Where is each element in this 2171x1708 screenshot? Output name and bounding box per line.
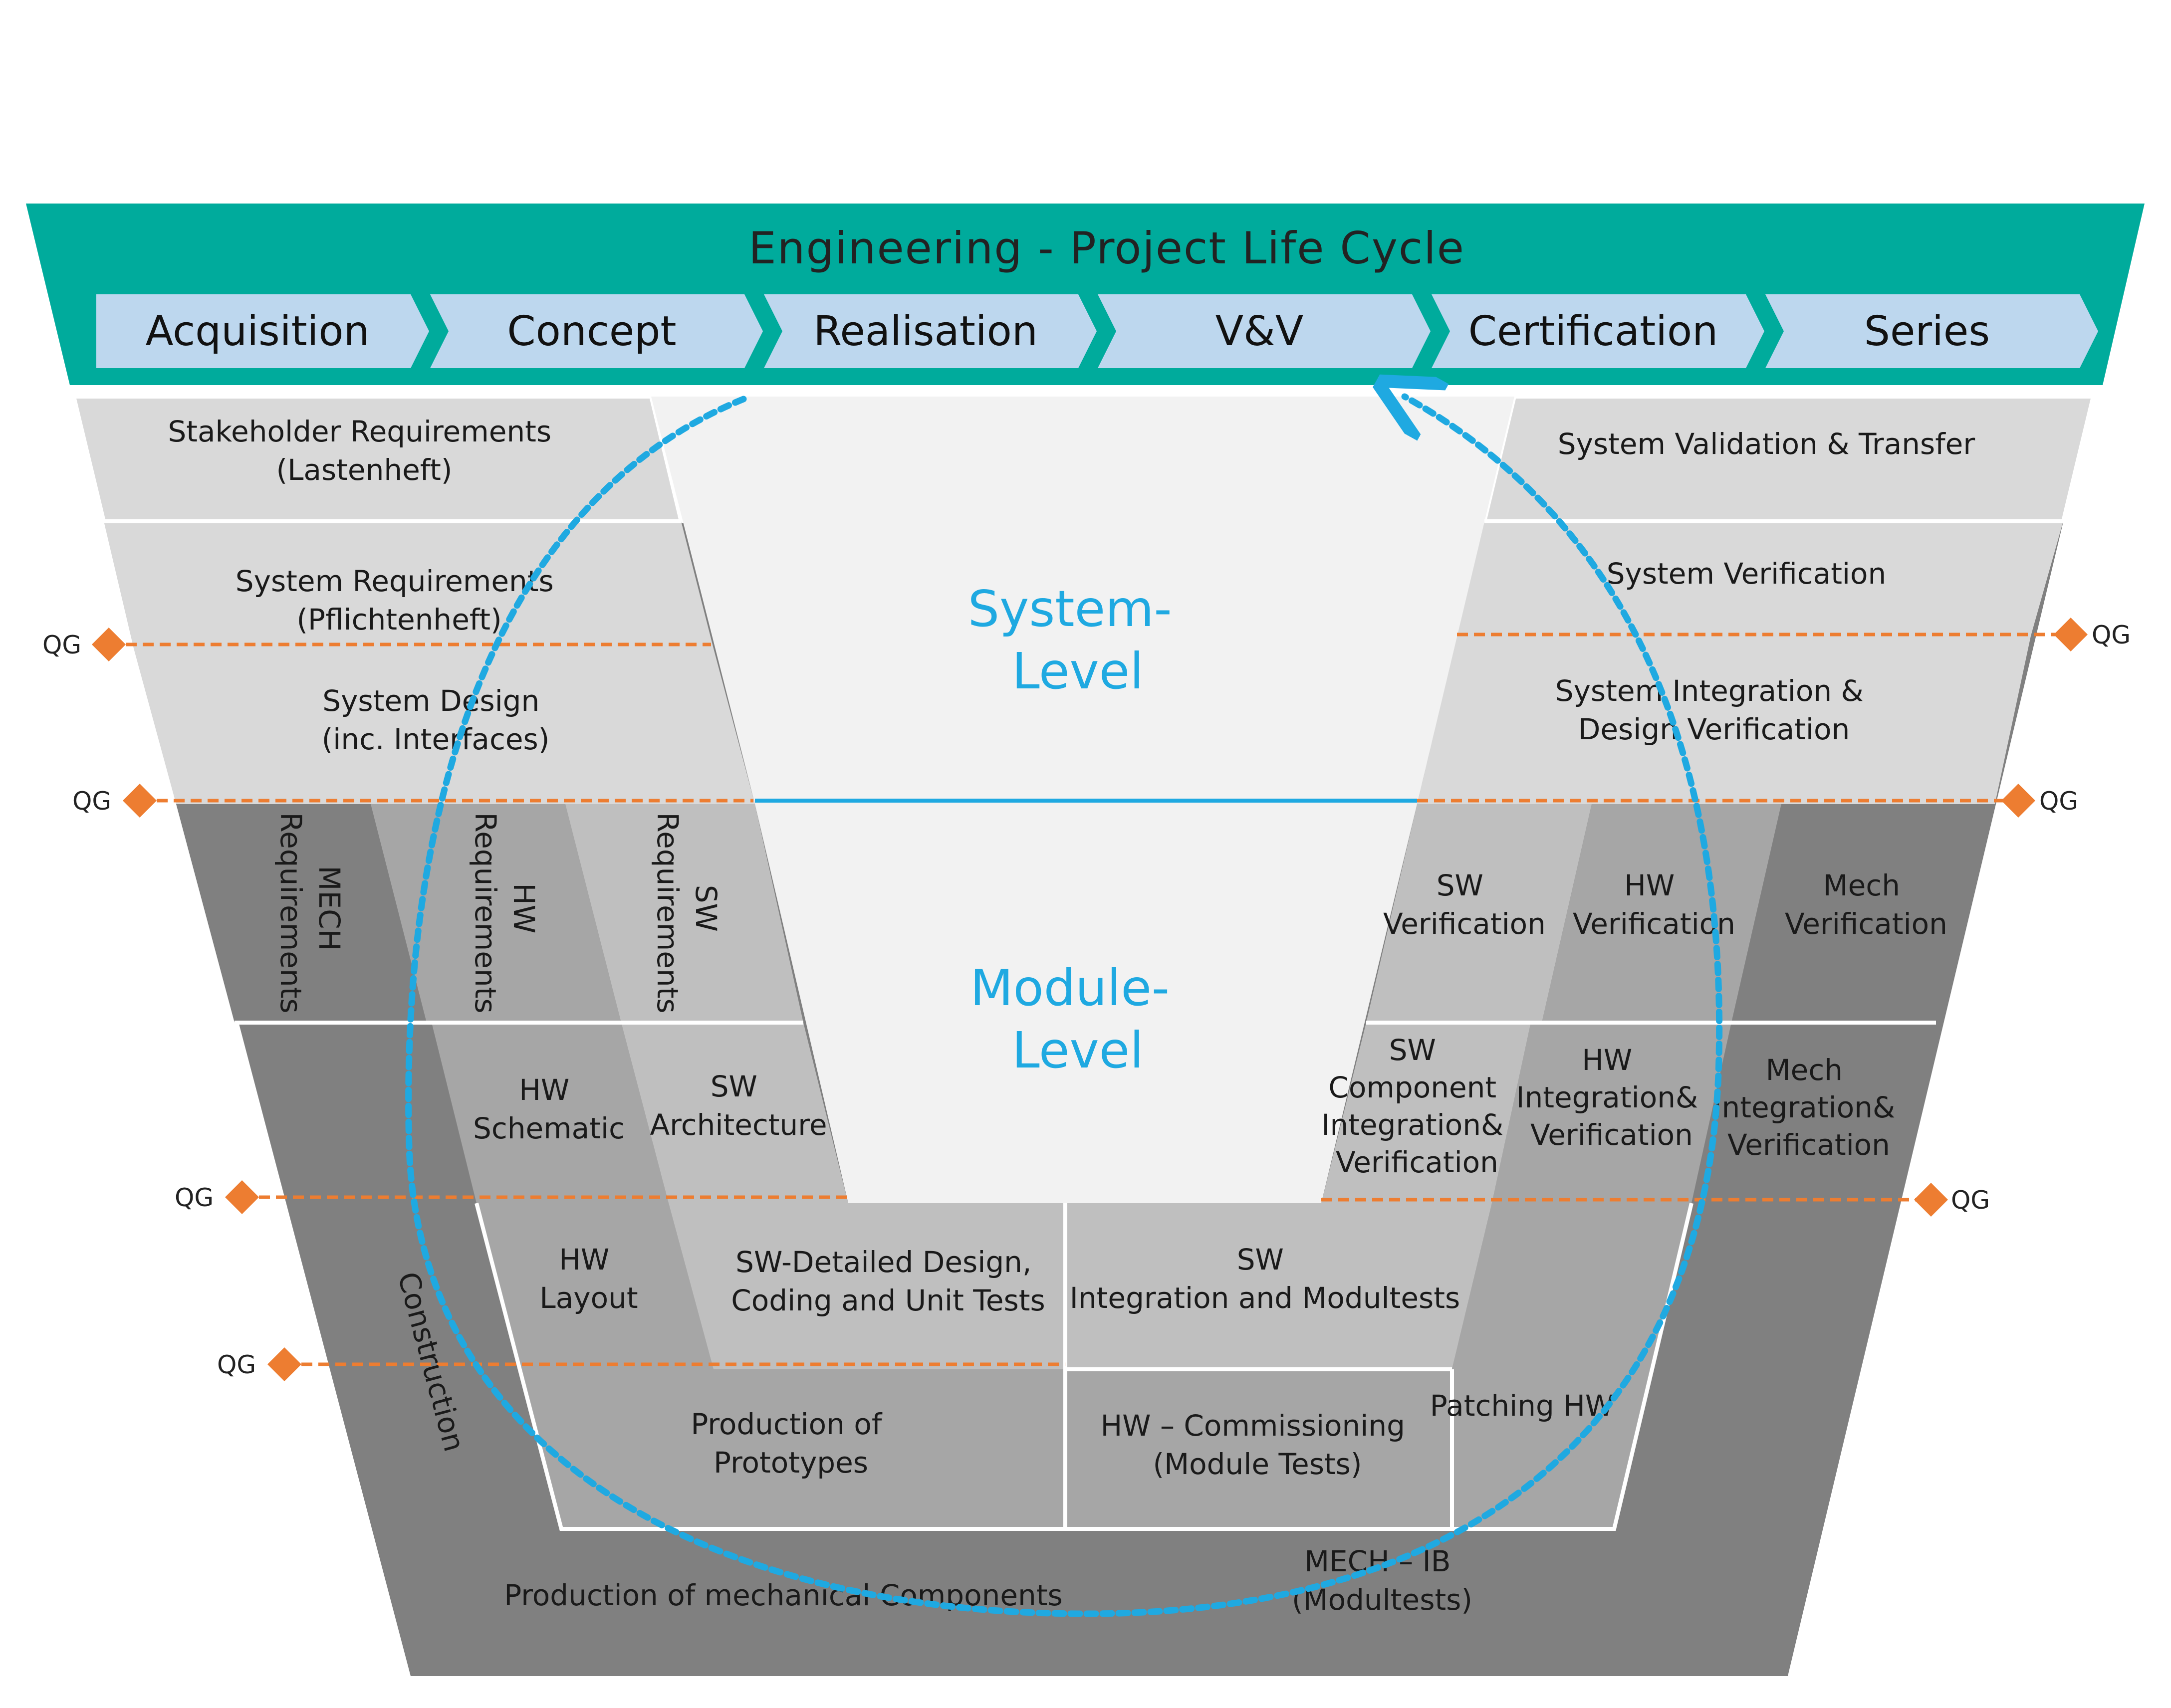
label-hw-requirements: HW Requirements — [469, 812, 541, 1013]
phase-label-concept: Concept — [507, 308, 676, 355]
qg-diamond — [1914, 1183, 1948, 1217]
phase-bar: Acquisition Concept Realisation V&V Cert… — [96, 294, 2098, 368]
label-sw-requirements: SW Requirements — [651, 812, 723, 1013]
label-system-integration: System Integration & Design Verification — [1555, 674, 1873, 746]
label-system-design: System Design (inc. Interfaces) — [322, 684, 550, 756]
cell-sw-requirements — [565, 804, 803, 1023]
cell-labels: Stakeholder Requirements (Lastenheft) Sy… — [168, 415, 1975, 1617]
label-patching-hw: Patching HW — [1430, 1389, 1614, 1423]
qg-label: QG — [42, 631, 81, 659]
phase-concept — [430, 294, 763, 368]
qg-diamond — [2001, 784, 2035, 818]
cell-hw-requirements — [371, 804, 621, 1023]
phase-acquisition — [96, 294, 429, 368]
phase-label-acquisition: Acquisition — [145, 308, 369, 355]
label-mech-ib: MECH – IB (Modultests) — [1292, 1544, 1472, 1617]
label-sw-component-integration: SW Component Integration& Verification — [1321, 1033, 1512, 1179]
cell-hw-commissioning — [1065, 1369, 1452, 1529]
cell-system-design — [134, 648, 755, 804]
qg-label: QG — [2039, 787, 2078, 816]
qg-diamond — [225, 1180, 259, 1214]
cell-hw-integration — [1492, 1023, 1731, 1203]
label-stakeholder-requirements: Stakeholder Requirements (Lastenheft) — [168, 415, 560, 487]
quality-gates: QG QG QG QG QG QG QG — [42, 618, 2131, 1381]
label-sw-detailed-design: SW-Detailed Design, Coding and Unit Test… — [731, 1245, 1045, 1317]
label-system-validation: System Validation & Transfer — [1558, 427, 1975, 461]
cell-production-prototypes — [521, 1369, 1065, 1529]
qg-label: QG — [72, 787, 111, 816]
cell-system-integration — [1417, 636, 2031, 804]
qg-label: QG — [2092, 621, 2131, 649]
cell-sw-detailed-design — [669, 1203, 1065, 1369]
inner-module-area — [755, 804, 1417, 1203]
diagram-title: Engineering - Project Life Cycle — [748, 222, 1465, 274]
label-hw-verification: HW Verification — [1573, 868, 1735, 941]
phase-label-certification: Certification — [1468, 308, 1718, 355]
qg-diamond — [267, 1347, 301, 1381]
label-hw-schematic: HW Schematic — [473, 1073, 625, 1145]
cell-sw-component-integration — [1321, 1023, 1531, 1203]
label-mech-verification: Mech Verification — [1785, 868, 1947, 941]
cell-mech-integration — [1691, 1023, 1936, 1203]
lifecycle-cycle-arrow — [405, 397, 1723, 1617]
label-mech-integration: Mech Integration& Verification — [1713, 1053, 1904, 1162]
label-hw-commissioning: HW – Commissioning (Module Tests) — [1101, 1409, 1415, 1481]
cell-system-requirements — [104, 521, 714, 648]
phase-certification — [1432, 294, 1764, 368]
qg-diamond — [123, 784, 157, 818]
label-hw-layout: HW Layout — [539, 1243, 638, 1315]
label-system-verification: System Verification — [1607, 557, 1887, 591]
label-sw-integration-modultests: SW Integration and Modultests — [1070, 1243, 1460, 1315]
module-level-label: Module- Level — [970, 959, 1186, 1079]
label-system-requirements: System Requirements (Pflichtenheft) — [236, 564, 563, 637]
label-mech-requirements: MECH Requirements — [274, 812, 346, 1013]
header: Engineering - Project Life Cycle Acquisi… — [26, 204, 2145, 385]
cell-hw-layout — [477, 1203, 714, 1369]
cell-system-verification — [1457, 521, 2063, 636]
phase-series — [1765, 294, 2098, 368]
v-body — [71, 395, 2096, 1676]
label-hw-integration: HW Integration& Verification — [1516, 1043, 1707, 1152]
qg-label: QG — [1951, 1186, 1990, 1215]
cell-sw-architecture — [621, 1023, 848, 1203]
phase-vv — [1098, 294, 1431, 368]
cell-hw-verification — [1542, 804, 1781, 1023]
inner-system-area — [651, 397, 1514, 804]
cell-hw-schematic — [432, 1023, 669, 1203]
phase-label-vv: V&V — [1215, 308, 1303, 355]
qg-diamond — [92, 628, 126, 661]
label-sw-architecture: SW Architecture — [650, 1069, 827, 1142]
cell-mech-requirements — [176, 804, 427, 1023]
phase-realisation — [764, 294, 1097, 368]
qg-diamond — [2054, 618, 2088, 651]
cell-sw-verification — [1366, 804, 1592, 1023]
system-level-label: System- Level — [968, 580, 1188, 700]
level-labels: System- Level Module- Level — [968, 580, 1188, 1079]
qg-label: QG — [175, 1183, 214, 1212]
qg-label: QG — [217, 1350, 256, 1379]
cell-separators — [104, 519, 2063, 1531]
cell-sw-integration-modultests — [1065, 1203, 1492, 1369]
phase-label-realisation: Realisation — [813, 308, 1038, 355]
phase-label-series: Series — [1864, 308, 1990, 355]
label-production-prototypes: Production of Prototypes — [691, 1407, 891, 1480]
cell-mech-verification — [1731, 804, 1995, 1023]
label-sw-verification: SW Verification — [1383, 868, 1546, 941]
